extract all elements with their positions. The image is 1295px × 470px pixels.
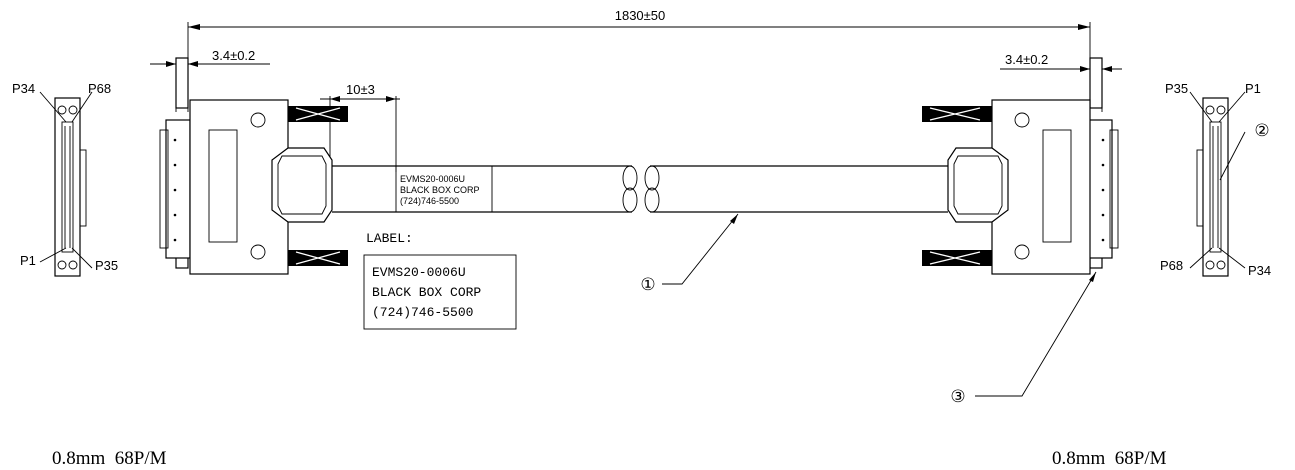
callout-3: ③ — [950, 387, 965, 407]
cable: EVMS20-0006U BLACK BOX CORP (724)746-550… — [332, 165, 948, 213]
cable-callout: ① — [640, 213, 739, 295]
right-offset-text: 3.4±0.2 — [1005, 52, 1048, 67]
label-offset-text: 10±3 — [346, 82, 375, 97]
label-callout-line-3: (724)746-5500 — [372, 305, 473, 320]
cable-label-line-1: EVMS20-0006U — [400, 174, 465, 184]
spec-right: 0.8mm 68P/M — [1052, 448, 1167, 469]
right-end-view-connector: P35 P1 P68 P34 ② — [1160, 81, 1271, 278]
pin-label-p68-right: P68 — [1160, 258, 1183, 273]
right-connector-side-view — [922, 57, 1119, 275]
spec-left: 0.8mm 68P/M — [52, 448, 167, 469]
left-end-view-connector: P34 P68 P1 P35 — [12, 81, 118, 277]
pin-label-p68-left: P68 — [88, 81, 111, 96]
callout-1: ① — [640, 275, 655, 295]
pin-label-p35-left: P35 — [95, 258, 118, 273]
latch-callout: ③ — [950, 271, 1097, 407]
label-callout-title: LABEL: — [366, 231, 413, 246]
label-callout-line-1: EVMS20-0006U — [372, 265, 466, 280]
label-callout-line-2: BLACK BOX CORP — [372, 285, 481, 300]
left-offset-text: 3.4±0.2 — [212, 48, 255, 63]
label-offset-dimension: 10±3 — [320, 82, 400, 172]
callout-2: ② — [1254, 121, 1269, 141]
left-connector-side-view — [159, 57, 348, 275]
pin-label-p34-left: P34 — [12, 81, 35, 96]
pin-label-p34-right: P34 — [1248, 263, 1271, 278]
pin-label-p1-right: P1 — [1245, 81, 1261, 96]
pin-label-p35-right: P35 — [1165, 81, 1188, 96]
cable-label-line-2: BLACK BOX CORP — [400, 185, 480, 195]
overall-length-text: 1830±50 — [615, 8, 666, 23]
overall-dimension: 1830±50 — [187, 8, 1091, 112]
cable-label-line-3: (724)746-5500 — [400, 196, 459, 206]
pin-label-p1-left: P1 — [20, 253, 36, 268]
label-callout: LABEL: EVMS20-0006U BLACK BOX CORP (724)… — [363, 231, 517, 330]
